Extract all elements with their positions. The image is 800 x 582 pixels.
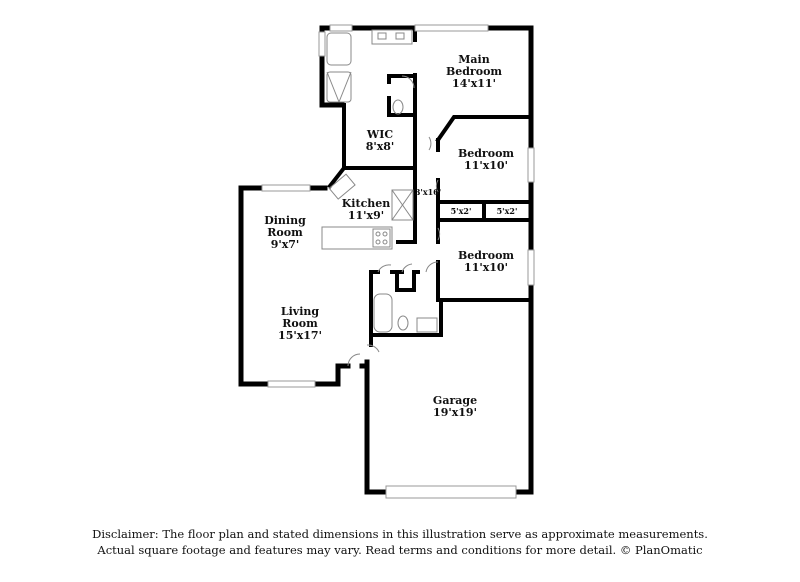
room-label-wic: WIC 8'x8' (366, 129, 395, 153)
room-size: 19'x19' (433, 406, 477, 419)
disclaimer-line-1: Disclaimer: The floor plan and stated di… (92, 527, 708, 541)
room-name: Dining (264, 214, 306, 227)
room-size: 3'x16' (414, 187, 442, 197)
room-size: 15'x17' (278, 329, 322, 342)
room-size: 11'x10' (464, 159, 508, 172)
room-label-dining-room: Dining Room 9'x7' (264, 215, 306, 251)
room-label-kitchen: Kitchen 11'x9' (342, 198, 391, 222)
room-name: WIC (366, 128, 394, 141)
room-label-closet-1: 5'x2' (451, 207, 472, 216)
room-name: Bedroom (457, 147, 515, 160)
room-label-bedroom-3: Bedroom 11'x10' (458, 250, 514, 274)
room-label-hallway: 3'x16' (415, 188, 441, 197)
room-label-closet-2: 5'x2' (497, 207, 518, 216)
room-label-garage: Garage 19'x19' (433, 395, 477, 419)
room-size: 11'x10' (464, 261, 508, 274)
room-size: 5'x2' (496, 206, 518, 216)
room-name: Bedroom (445, 65, 503, 78)
room-size: 9'x7' (270, 238, 300, 251)
room-size: 14'x11' (452, 77, 496, 90)
room-name: Room (282, 317, 318, 330)
disclaimer-line-2: Actual square footage and features may v… (97, 543, 703, 557)
room-size: 8'x8' (365, 140, 395, 153)
room-label-bedroom-2: Bedroom 11'x10' (458, 148, 514, 172)
room-name: Garage (432, 394, 478, 407)
room-name: Kitchen (341, 197, 391, 210)
disclaimer: Disclaimer: The floor plan and stated di… (0, 526, 800, 558)
room-size: 11'x9' (347, 209, 385, 222)
room-label-living-room: Living Room 15'x17' (278, 306, 322, 342)
room-name: Bedroom (457, 249, 515, 262)
room-name: Room (267, 226, 303, 239)
room-label-main-bedroom: Main Bedroom 14'x11' (446, 54, 502, 90)
room-name: Main (458, 53, 490, 66)
room-name: Living (280, 305, 320, 318)
room-size: 5'x2' (450, 206, 472, 216)
